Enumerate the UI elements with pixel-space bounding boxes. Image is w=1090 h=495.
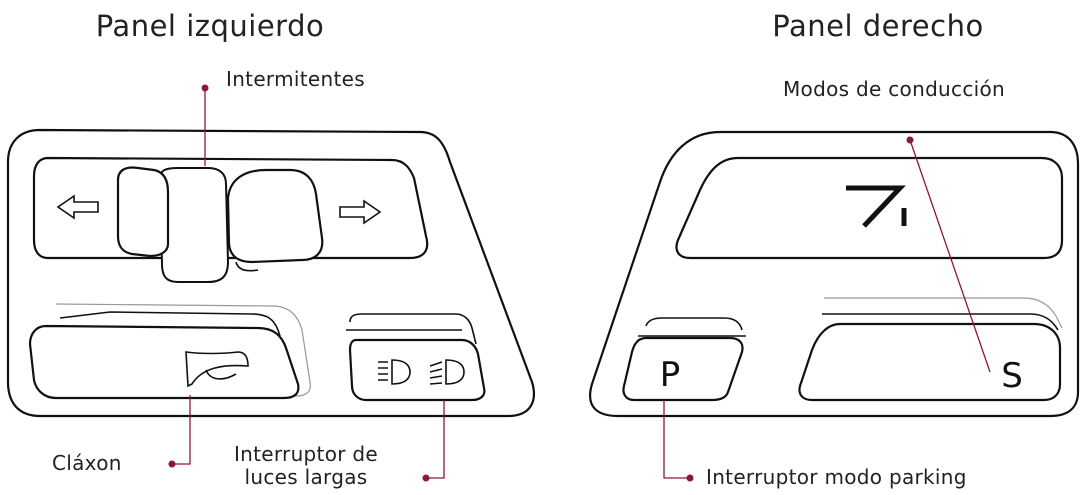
drive-modes-label: Modos de conducción — [783, 77, 1005, 101]
turn-signals-label: Intermitentes — [226, 67, 365, 91]
right-control-panel: P S — [589, 130, 1080, 418]
parking-button[interactable]: P — [622, 317, 746, 402]
right-panel-title: Panel derecho — [772, 9, 983, 43]
low-beam-icon — [378, 359, 411, 385]
high-beam-label-line1: Interruptor de — [234, 442, 378, 466]
horn-icon — [185, 351, 249, 388]
parking-key-label: P — [660, 355, 681, 395]
left-arrow-icon — [56, 194, 99, 220]
drive-mode-icon — [846, 185, 907, 228]
parking-switch-label: Interruptor modo parking — [706, 465, 967, 489]
high-beam-switch[interactable] — [346, 313, 486, 402]
right-arrow-icon — [339, 199, 382, 225]
left-control-panel — [6, 128, 535, 418]
high-beam-icon — [429, 359, 465, 385]
drive-mode-button[interactable] — [675, 156, 1064, 260]
horn-label: Cláxon — [52, 451, 122, 475]
turn-signal-toggle[interactable] — [116, 166, 324, 283]
high-beam-label-line2: luces largas — [245, 465, 368, 489]
horn-button[interactable] — [28, 311, 300, 400]
left-panel-title: Panel izquierdo — [96, 9, 324, 43]
sport-key-label: S — [1001, 356, 1023, 396]
sport-mode-button[interactable]: S — [798, 313, 1062, 402]
